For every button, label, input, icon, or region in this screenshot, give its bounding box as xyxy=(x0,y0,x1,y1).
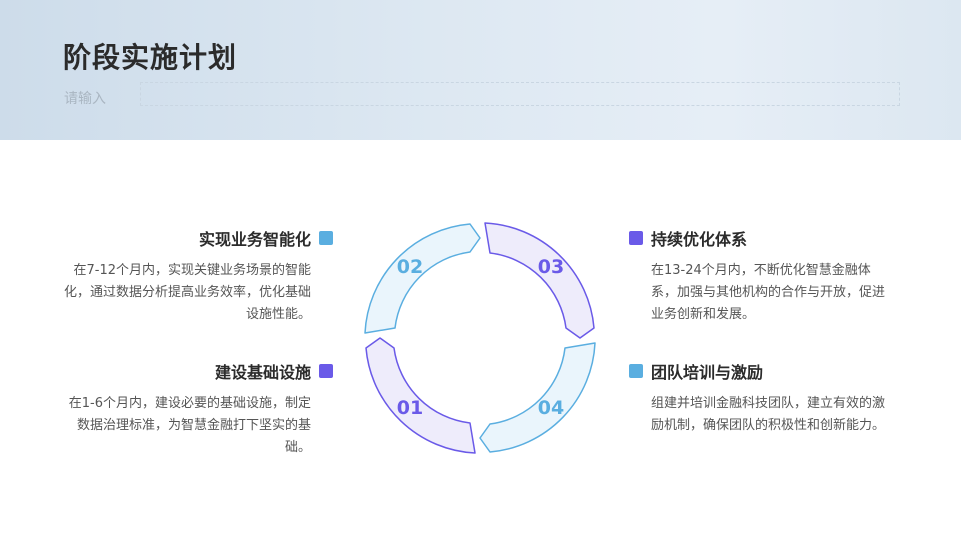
item-smart-title: 实现业务智能化 xyxy=(198,230,311,249)
cycle-label-01: 01 xyxy=(397,397,423,419)
item-infra: 建设基础设施 在1-6个月内，建设必要的基础设施，制定数据治理标准，为智慧金融打… xyxy=(63,359,333,459)
cycle-label-03: 03 xyxy=(538,256,564,278)
item-infra-body: 在1-6个月内，建设必要的基础设施，制定数据治理标准，为智慧金融打下坚实的基础。 xyxy=(68,396,311,455)
header-banner: 阶段实施计划 请输入 xyxy=(0,0,961,140)
item-optimize: 持续优化体系 在13-24个月内，不断优化智慧金融体系，加强与其他机构的合作与开… xyxy=(629,226,894,326)
item-optimize-marker xyxy=(629,231,643,245)
item-optimize-title: 持续优化体系 xyxy=(651,230,748,249)
cycle-label-02: 02 xyxy=(397,256,423,278)
item-team-marker xyxy=(629,364,643,378)
cycle-segment-01 xyxy=(365,337,476,454)
subtitle-input-box[interactable] xyxy=(140,82,900,106)
item-team-body: 组建并培训金融科技团队，建立有效的激励机制，确保团队的积极性和创新能力。 xyxy=(651,396,886,433)
page-title: 阶段实施计划 xyxy=(63,41,238,74)
item-team-title: 团队培训与激励 xyxy=(651,363,764,382)
item-infra-title: 建设基础设施 xyxy=(214,363,311,382)
item-smart: 实现业务智能化 在7-12个月内，实现关键业务场景的智能化，通过数据分析提高业务… xyxy=(63,226,333,326)
item-team: 团队培训与激励 组建并培训金融科技团队，建立有效的激励机制，确保团队的积极性和创… xyxy=(629,359,894,437)
cycle-segment-04 xyxy=(479,342,596,453)
cycle-segment-02 xyxy=(364,223,481,334)
cycle-diagram: 02 03 01 04 xyxy=(364,222,596,454)
item-optimize-body: 在13-24个月内，不断优化智慧金融体系，加强与其他机构的合作与开放，促进业务创… xyxy=(651,263,886,322)
item-smart-body: 在7-12个月内，实现关键业务场景的智能化，通过数据分析提高业务效率，优化基础设… xyxy=(63,263,311,322)
cycle-label-04: 04 xyxy=(538,397,564,419)
item-smart-marker xyxy=(319,231,333,245)
cycle-segment-03 xyxy=(484,222,595,339)
subtitle-placeholder[interactable]: 请输入 xyxy=(64,91,106,107)
item-infra-marker xyxy=(319,364,333,378)
